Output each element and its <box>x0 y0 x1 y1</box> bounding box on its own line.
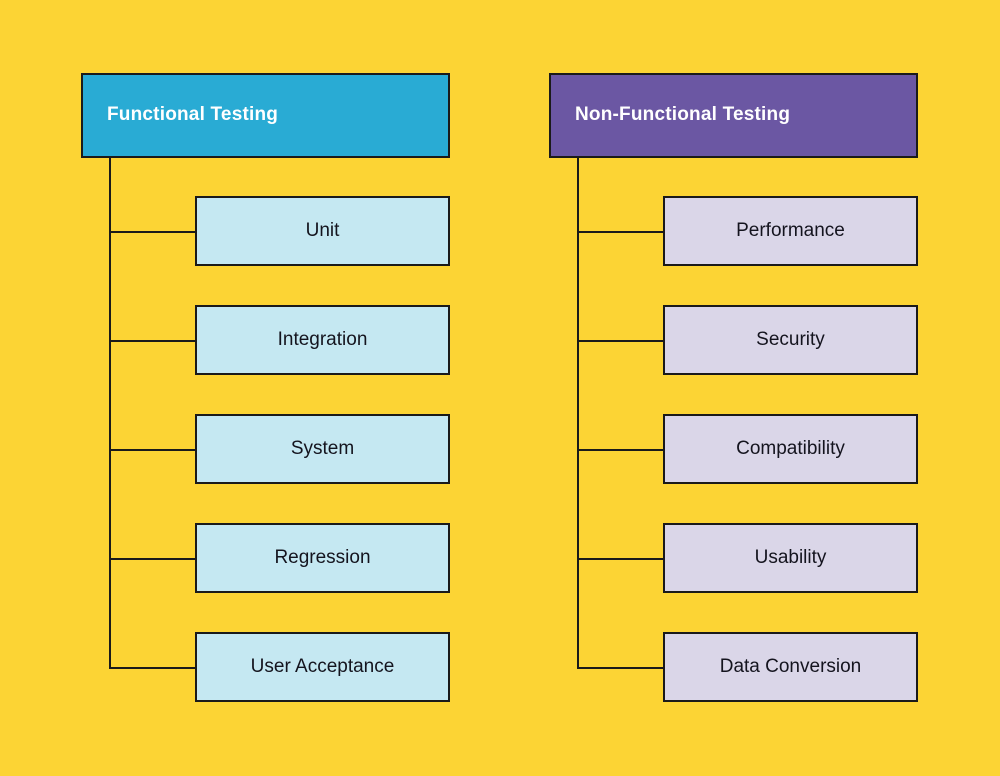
child-node-non-functional-2[interactable]: Compatibility <box>663 414 918 484</box>
connector-branch-non-functional-2 <box>577 449 663 451</box>
child-node-label: Usability <box>754 546 827 568</box>
child-node-label: Compatibility <box>736 437 845 459</box>
connector-trunk-non-functional <box>577 158 579 667</box>
connector-branch-functional-0 <box>109 231 195 233</box>
header-node-functional[interactable]: Functional Testing <box>81 73 450 158</box>
connector-branch-non-functional-4 <box>577 667 663 669</box>
child-node-functional-0[interactable]: Unit <box>195 196 450 266</box>
header-node-label: Non-Functional Testing <box>575 104 791 126</box>
connector-branch-functional-2 <box>109 449 195 451</box>
child-node-functional-4[interactable]: User Acceptance <box>195 632 450 702</box>
child-node-label: Performance <box>736 219 845 241</box>
child-node-functional-3[interactable]: Regression <box>195 523 450 593</box>
connector-branch-non-functional-3 <box>577 558 663 560</box>
connector-branch-functional-4 <box>109 667 195 669</box>
child-node-label: Security <box>756 328 825 350</box>
child-node-functional-1[interactable]: Integration <box>195 305 450 375</box>
child-node-label: System <box>290 437 355 459</box>
header-node-label: Functional Testing <box>107 104 279 126</box>
child-node-label: User Acceptance <box>250 655 395 677</box>
connector-trunk-functional <box>109 158 111 667</box>
child-node-non-functional-4[interactable]: Data Conversion <box>663 632 918 702</box>
child-node-label: Unit <box>305 219 340 241</box>
child-node-label: Regression <box>274 546 371 568</box>
connector-branch-non-functional-1 <box>577 340 663 342</box>
child-node-non-functional-1[interactable]: Security <box>663 305 918 375</box>
connector-branch-non-functional-0 <box>577 231 663 233</box>
child-node-non-functional-3[interactable]: Usability <box>663 523 918 593</box>
child-node-label: Integration <box>277 328 368 350</box>
child-node-label: Data Conversion <box>719 655 862 677</box>
connector-branch-functional-1 <box>109 340 195 342</box>
header-node-non-functional[interactable]: Non-Functional Testing <box>549 73 918 158</box>
child-node-functional-2[interactable]: System <box>195 414 450 484</box>
connector-branch-functional-3 <box>109 558 195 560</box>
child-node-non-functional-0[interactable]: Performance <box>663 196 918 266</box>
